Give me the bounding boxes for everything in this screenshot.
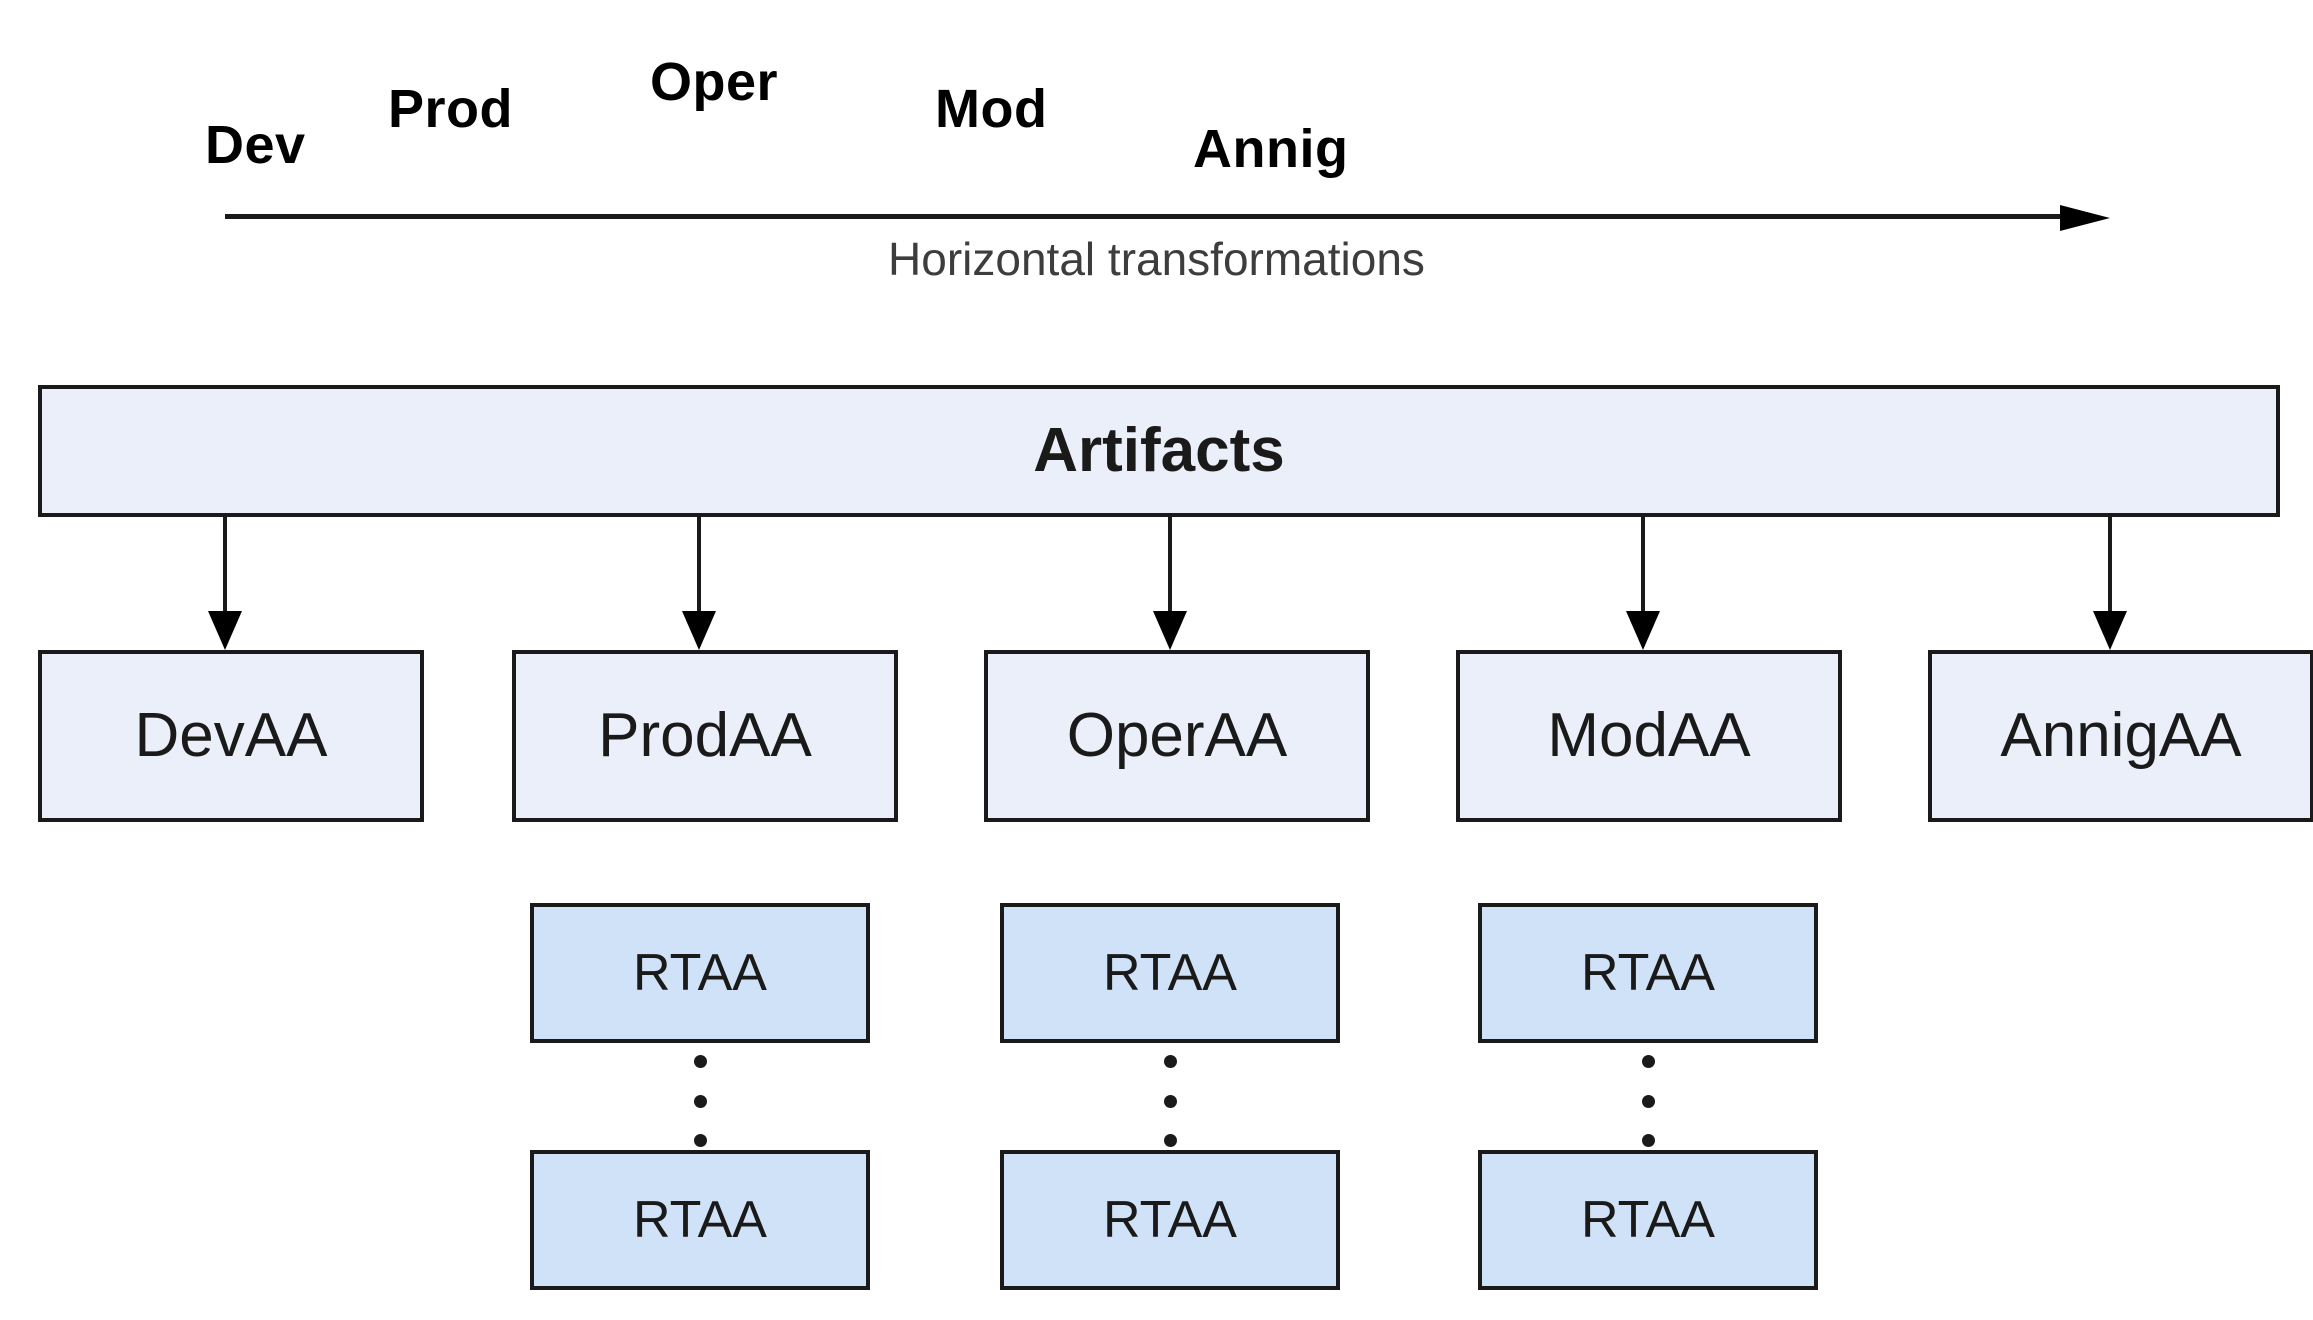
- node-prodaa: ProdAA: [512, 650, 898, 822]
- arrow-stem: [2108, 517, 2112, 617]
- arrow-artifacts-to-prodaa: [682, 517, 716, 650]
- node-label: ModAA: [1547, 701, 1751, 770]
- arrow-stem: [223, 517, 227, 617]
- arrow-head-icon: [2093, 611, 2127, 650]
- node-label: RTAA: [633, 1191, 767, 1249]
- arrow-head-icon: [682, 611, 716, 650]
- ellipsis-mod-column: [1638, 1055, 1658, 1147]
- horizontal-axis-arrow: [225, 205, 2110, 231]
- node-label: RTAA: [1103, 944, 1237, 1002]
- artifacts-bar: Artifacts: [38, 385, 2280, 517]
- arrow-artifacts-to-annigaa: [2093, 517, 2127, 650]
- node-rtaa-oper-bottom: RTAA: [1000, 1150, 1340, 1290]
- ellipsis-dot: [693, 1055, 707, 1068]
- node-rtaa-mod-bottom: RTAA: [1478, 1150, 1818, 1290]
- arrow-artifacts-to-modaa: [1626, 517, 1660, 650]
- arrow-artifacts-to-operaa: [1153, 517, 1187, 650]
- ellipsis-oper-column: [1160, 1055, 1180, 1147]
- node-operaa: OperAA: [984, 650, 1370, 822]
- node-label: AnnigAA: [2000, 701, 2242, 770]
- node-label: RTAA: [1103, 1191, 1237, 1249]
- node-rtaa-prod-bottom: RTAA: [530, 1150, 870, 1290]
- node-rtaa-mod-top: RTAA: [1478, 903, 1818, 1043]
- node-label: DevAA: [134, 701, 328, 770]
- phase-label-prod: Prod: [388, 79, 514, 139]
- axis-caption: Horizontal transformations: [888, 233, 1425, 285]
- axis-line: [225, 214, 2070, 219]
- ellipsis-dot: [1641, 1094, 1655, 1108]
- phase-label-annig: Annig: [1193, 119, 1349, 179]
- node-label: RTAA: [1581, 1191, 1715, 1249]
- arrow-stem: [1641, 517, 1645, 617]
- arrow-artifacts-to-devaa: [208, 517, 242, 650]
- axis-arrowhead-icon: [2060, 205, 2110, 231]
- ellipsis-dot: [1163, 1055, 1177, 1068]
- artifacts-label: Artifacts: [1033, 416, 1285, 485]
- ellipsis-dot: [693, 1094, 707, 1108]
- arrow-head-icon: [1153, 611, 1187, 650]
- node-modaa: ModAA: [1456, 650, 1842, 822]
- phase-label-mod: Mod: [935, 79, 1048, 139]
- node-annigaa: AnnigAA: [1928, 650, 2313, 822]
- arrow-head-icon: [208, 611, 242, 650]
- node-rtaa-prod-top: RTAA: [530, 903, 870, 1043]
- phase-label-dev: Dev: [205, 115, 306, 175]
- ellipsis-dot: [1163, 1134, 1177, 1147]
- node-label: OperAA: [1066, 701, 1288, 770]
- arrow-stem: [1168, 517, 1172, 617]
- ellipsis-dot: [693, 1134, 707, 1147]
- ellipsis-prod-column: [690, 1055, 710, 1147]
- node-rtaa-oper-top: RTAA: [1000, 903, 1340, 1043]
- arrow-head-icon: [1626, 611, 1660, 650]
- ellipsis-dot: [1163, 1094, 1177, 1108]
- node-label: RTAA: [1581, 944, 1715, 1002]
- phase-label-oper: Oper: [650, 52, 779, 112]
- node-devaa: DevAA: [38, 650, 424, 822]
- ellipsis-dot: [1641, 1134, 1655, 1147]
- arrow-stem: [697, 517, 701, 617]
- ellipsis-dot: [1641, 1055, 1655, 1068]
- node-label: ProdAA: [598, 701, 812, 770]
- node-label: RTAA: [633, 944, 767, 1002]
